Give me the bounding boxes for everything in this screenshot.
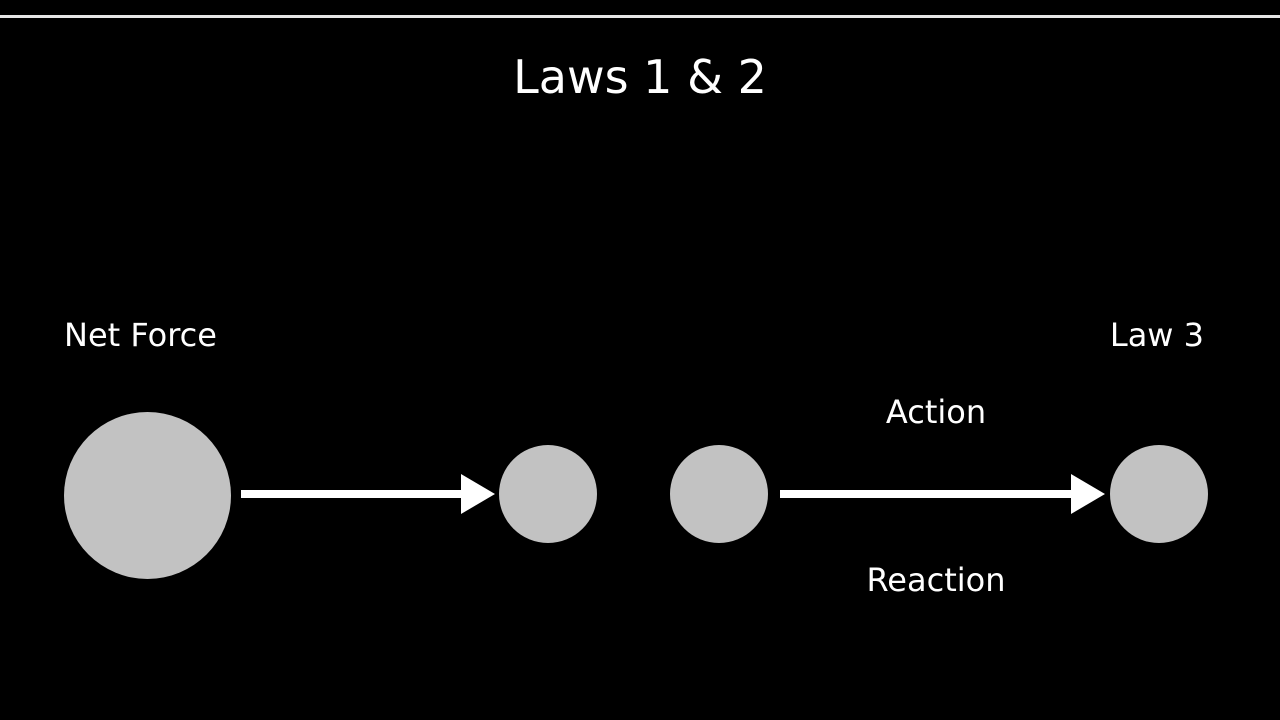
net-force-label: Net Force: [64, 316, 217, 354]
large-ball: [64, 412, 231, 579]
law-3-label: Law 3: [1109, 316, 1204, 354]
top-divider-line: [0, 15, 1280, 18]
small-ball-action-source: [670, 445, 768, 543]
small-ball-reaction-target: [1110, 445, 1208, 543]
arrow-right-icon: [780, 474, 1105, 514]
slide-title: Laws 1 & 2: [513, 50, 767, 104]
action-label: Action: [885, 393, 987, 431]
arrow-right-icon: [241, 474, 495, 514]
reaction-label: Reaction: [866, 561, 1006, 599]
small-ball-net-force-target: [499, 445, 597, 543]
